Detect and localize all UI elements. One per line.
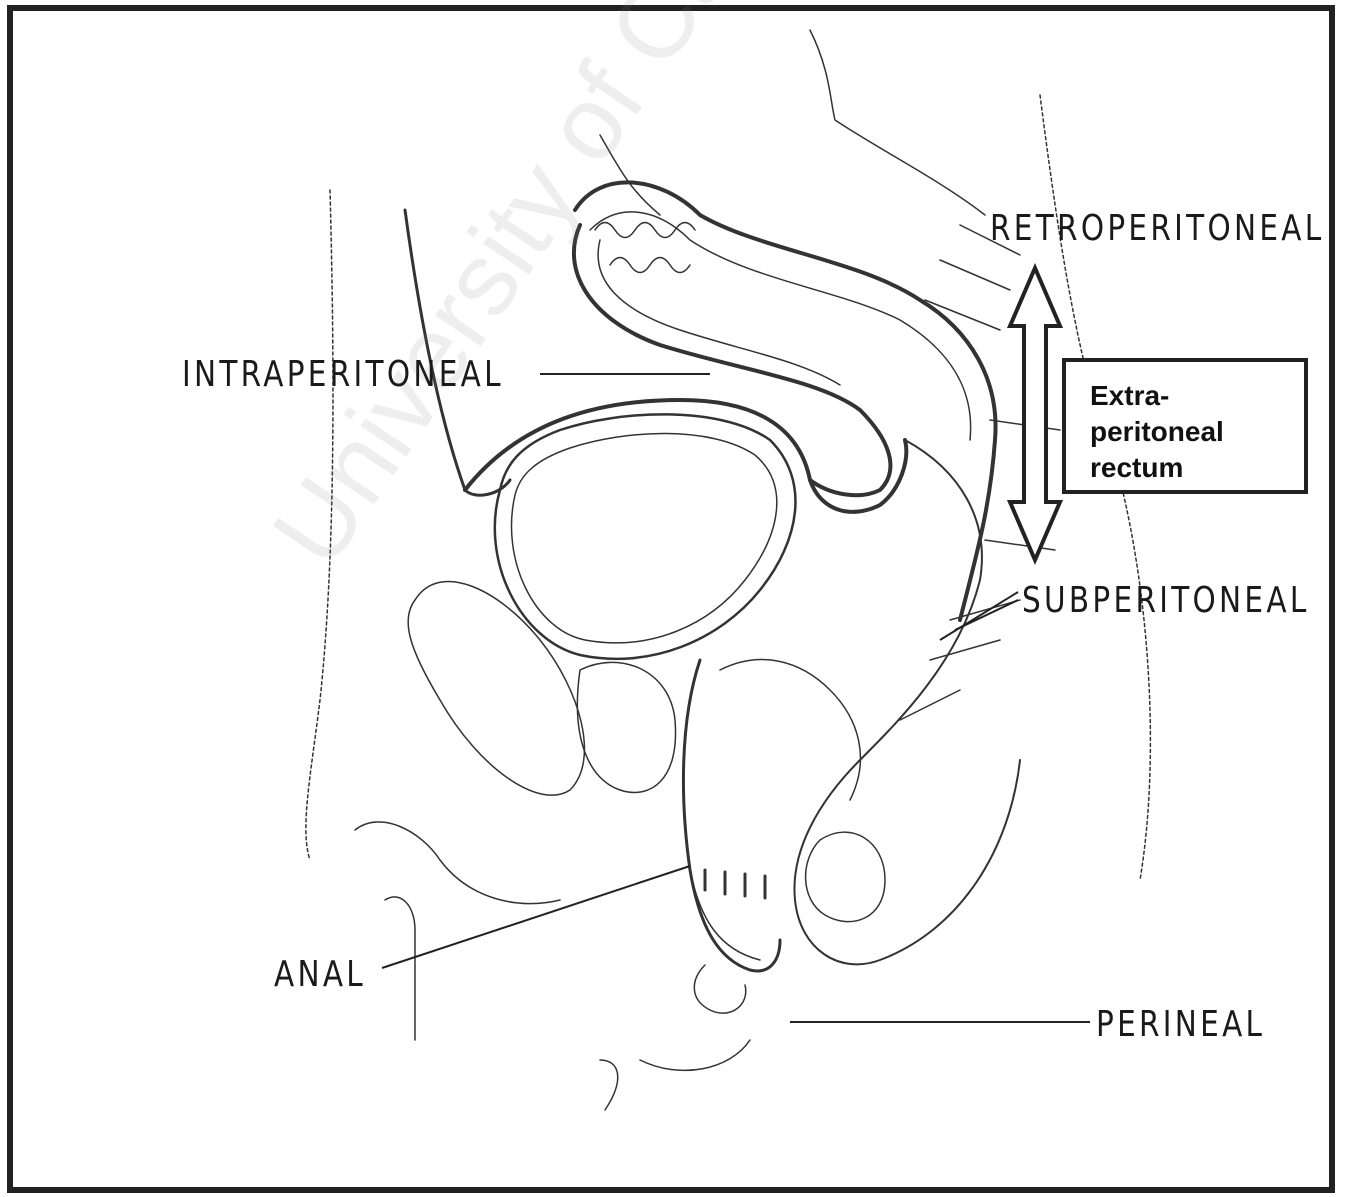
leader-lines [382,374,1090,1022]
extraperitoneal-rectum-label: Extra- peritoneal rectum [1090,378,1224,486]
pelvis-illustration [306,30,1151,1110]
box-line-2: peritoneal [1090,414,1224,450]
anal-leader [382,866,690,968]
label-intraperitoneal: INTRAPERITONEAL [182,354,504,395]
subperitoneal-leader-1 [940,592,1018,640]
label-subperitoneal: SUBPERITONEAL [1022,580,1310,621]
box-line-3: rectum [1090,450,1224,486]
box-line-1: Extra- [1090,378,1224,414]
label-retroperitoneal: RETROPERITONEAL [990,208,1324,249]
extraperitoneal-double-arrow [1010,268,1060,560]
label-perineal: PERINEAL [1096,1004,1265,1045]
label-anal: ANAL [274,954,366,995]
